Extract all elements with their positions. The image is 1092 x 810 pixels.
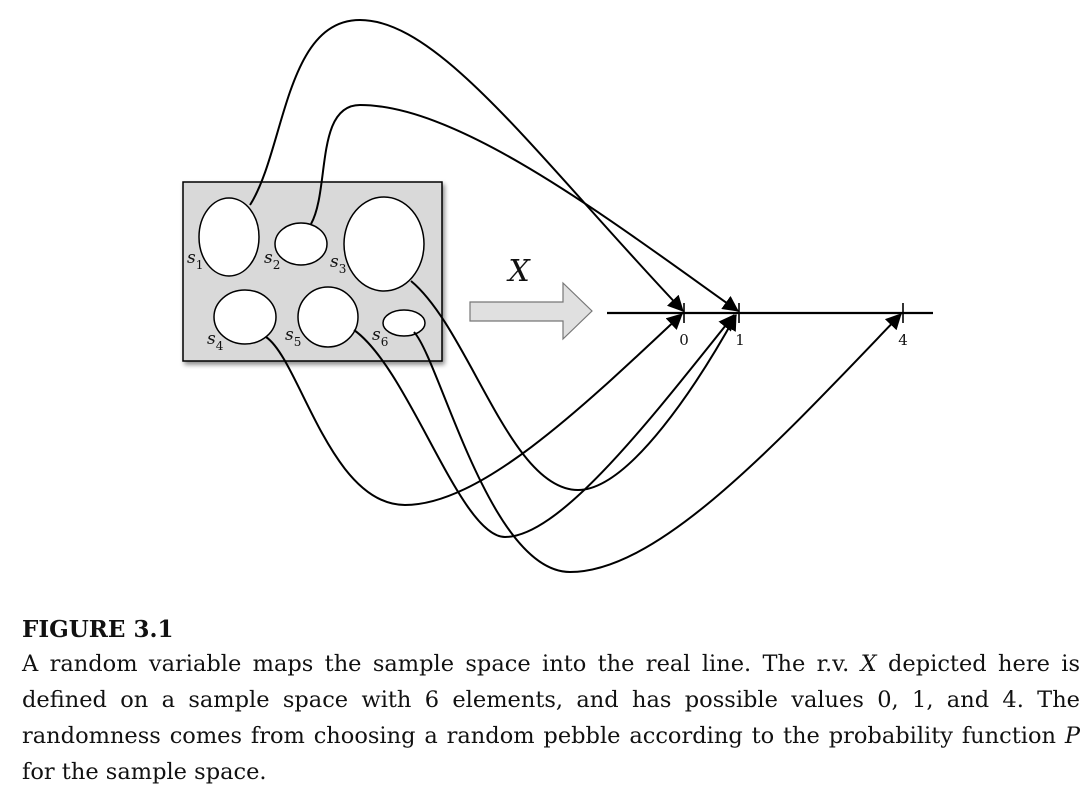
pebble-label-s2: s2 [264,248,280,272]
map-curve-s6 [413,313,902,574]
pebble-s5 [297,286,359,348]
map-curve-s3 [410,280,737,492]
pebble-label-s5: s5 [285,325,301,349]
map-curve-s1 [249,18,684,312]
pebble-s1 [198,197,260,277]
pebble-label-s4: s4 [207,329,224,353]
map-curve-s5 [353,314,735,539]
map-curve-s2 [310,103,739,312]
caption-text: A random variable maps the sample space … [22,651,1080,785]
map-curve-s4 [265,313,683,507]
caption-title: FIGURE 3.1 [22,616,174,643]
mapping-arrow-icon [469,281,593,341]
figure-caption: FIGURE 3.1 A random variable maps the sa… [22,614,1080,790]
pebble-s6 [382,309,426,337]
tick-label-1: 1 [735,331,745,349]
random-variable-diagram: s1 s2 s3 s4 s5 s6 X 0 1 4 [182,18,933,574]
pebble-s2 [274,222,328,266]
pebble-label-s3: s3 [330,252,346,276]
mapping-arrow-label: X [506,254,531,289]
pebble-s4 [213,289,277,345]
pebble-label-s6: s6 [372,325,388,349]
tick-label-0: 0 [679,331,689,349]
pebble-s3 [343,196,425,292]
pebble-label-s1: s1 [187,248,203,272]
tick-label-4: 4 [898,331,908,349]
